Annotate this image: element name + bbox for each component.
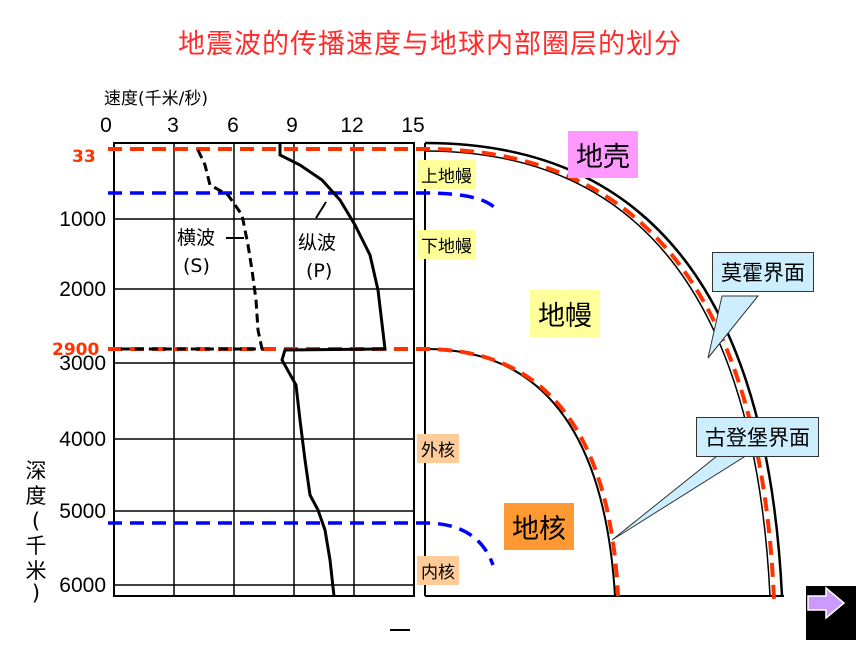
moho-depth-label: 33 <box>72 147 96 167</box>
moho-callout: 莫霍界面 <box>712 252 814 292</box>
speed-tick: 12 <box>340 114 363 137</box>
depth-tick: 4000 <box>59 428 106 451</box>
speed-tick: 3 <box>167 114 179 137</box>
mantle-label: 地幔 <box>530 290 600 337</box>
moho-dash <box>108 147 776 601</box>
next-button[interactable] <box>806 586 856 640</box>
s-wave-curve <box>120 149 264 351</box>
inner-outer-core-dash <box>108 521 495 566</box>
next-arrow-icon <box>807 586 846 620</box>
speed-tick: 0 <box>100 114 112 137</box>
upper-lower-mantle-dash <box>108 191 497 210</box>
depth-tick: 2000 <box>59 278 106 301</box>
depth-axis-label: 深 度 ( 千 米 ) <box>26 459 47 605</box>
crust-label: 地壳 <box>568 131 638 178</box>
depth-tick: 6000 <box>59 574 106 597</box>
svg-text:): ) <box>32 581 40 605</box>
page-title: 地震波的传播速度与地球内部圈层的划分 <box>178 29 682 60</box>
gutenberg-callout: 古登堡界面 <box>696 417 819 457</box>
gutenberg-depth-label: 2900 <box>52 340 99 360</box>
moho-callout-pointer <box>707 295 760 359</box>
layer-dashes <box>108 191 497 566</box>
depth-tick: 3000 <box>59 352 106 375</box>
gutenberg-callout-pointer <box>611 451 754 541</box>
svg-text:(: ( <box>32 509 40 533</box>
depth-tick: 1000 <box>59 208 106 231</box>
s-wave-name: 横波 <box>177 227 215 249</box>
s-wave-abbr: (S) <box>183 255 210 277</box>
speed-tick: 6 <box>227 114 239 137</box>
p-wave-curve <box>278 143 387 597</box>
outer-core-label: 外核 <box>417 434 459 463</box>
p-wave-abbr: (P) <box>306 260 332 282</box>
boundary-dashes <box>108 147 776 601</box>
speed-axis-label: 速度(千米/秒) <box>104 89 208 109</box>
moho-arc <box>424 150 771 597</box>
graph-grid <box>113 142 415 597</box>
p-wave-name: 纵波 <box>298 232 336 254</box>
speed-tick: 15 <box>401 114 424 137</box>
inner-core-label: 内核 <box>417 556 459 585</box>
gutenberg-dash <box>108 347 620 597</box>
speed-tick: 9 <box>286 114 298 137</box>
speed-ticks: 0 3 6 9 12 15 <box>100 114 425 137</box>
depth-ticks: 1000 2000 3000 4000 5000 6000 <box>59 208 106 597</box>
svg-text:米: 米 <box>26 559 47 583</box>
depth-tick: 5000 <box>59 500 106 523</box>
svg-text:度: 度 <box>26 484 47 508</box>
svg-text:深: 深 <box>26 459 47 483</box>
svg-text:千: 千 <box>26 534 47 558</box>
core-label: 地核 <box>504 503 574 550</box>
upper-mantle-label: 上地幔 <box>417 160 476 189</box>
earth-surface-arc <box>424 141 784 597</box>
lower-mantle-label: 下地幔 <box>417 230 476 259</box>
